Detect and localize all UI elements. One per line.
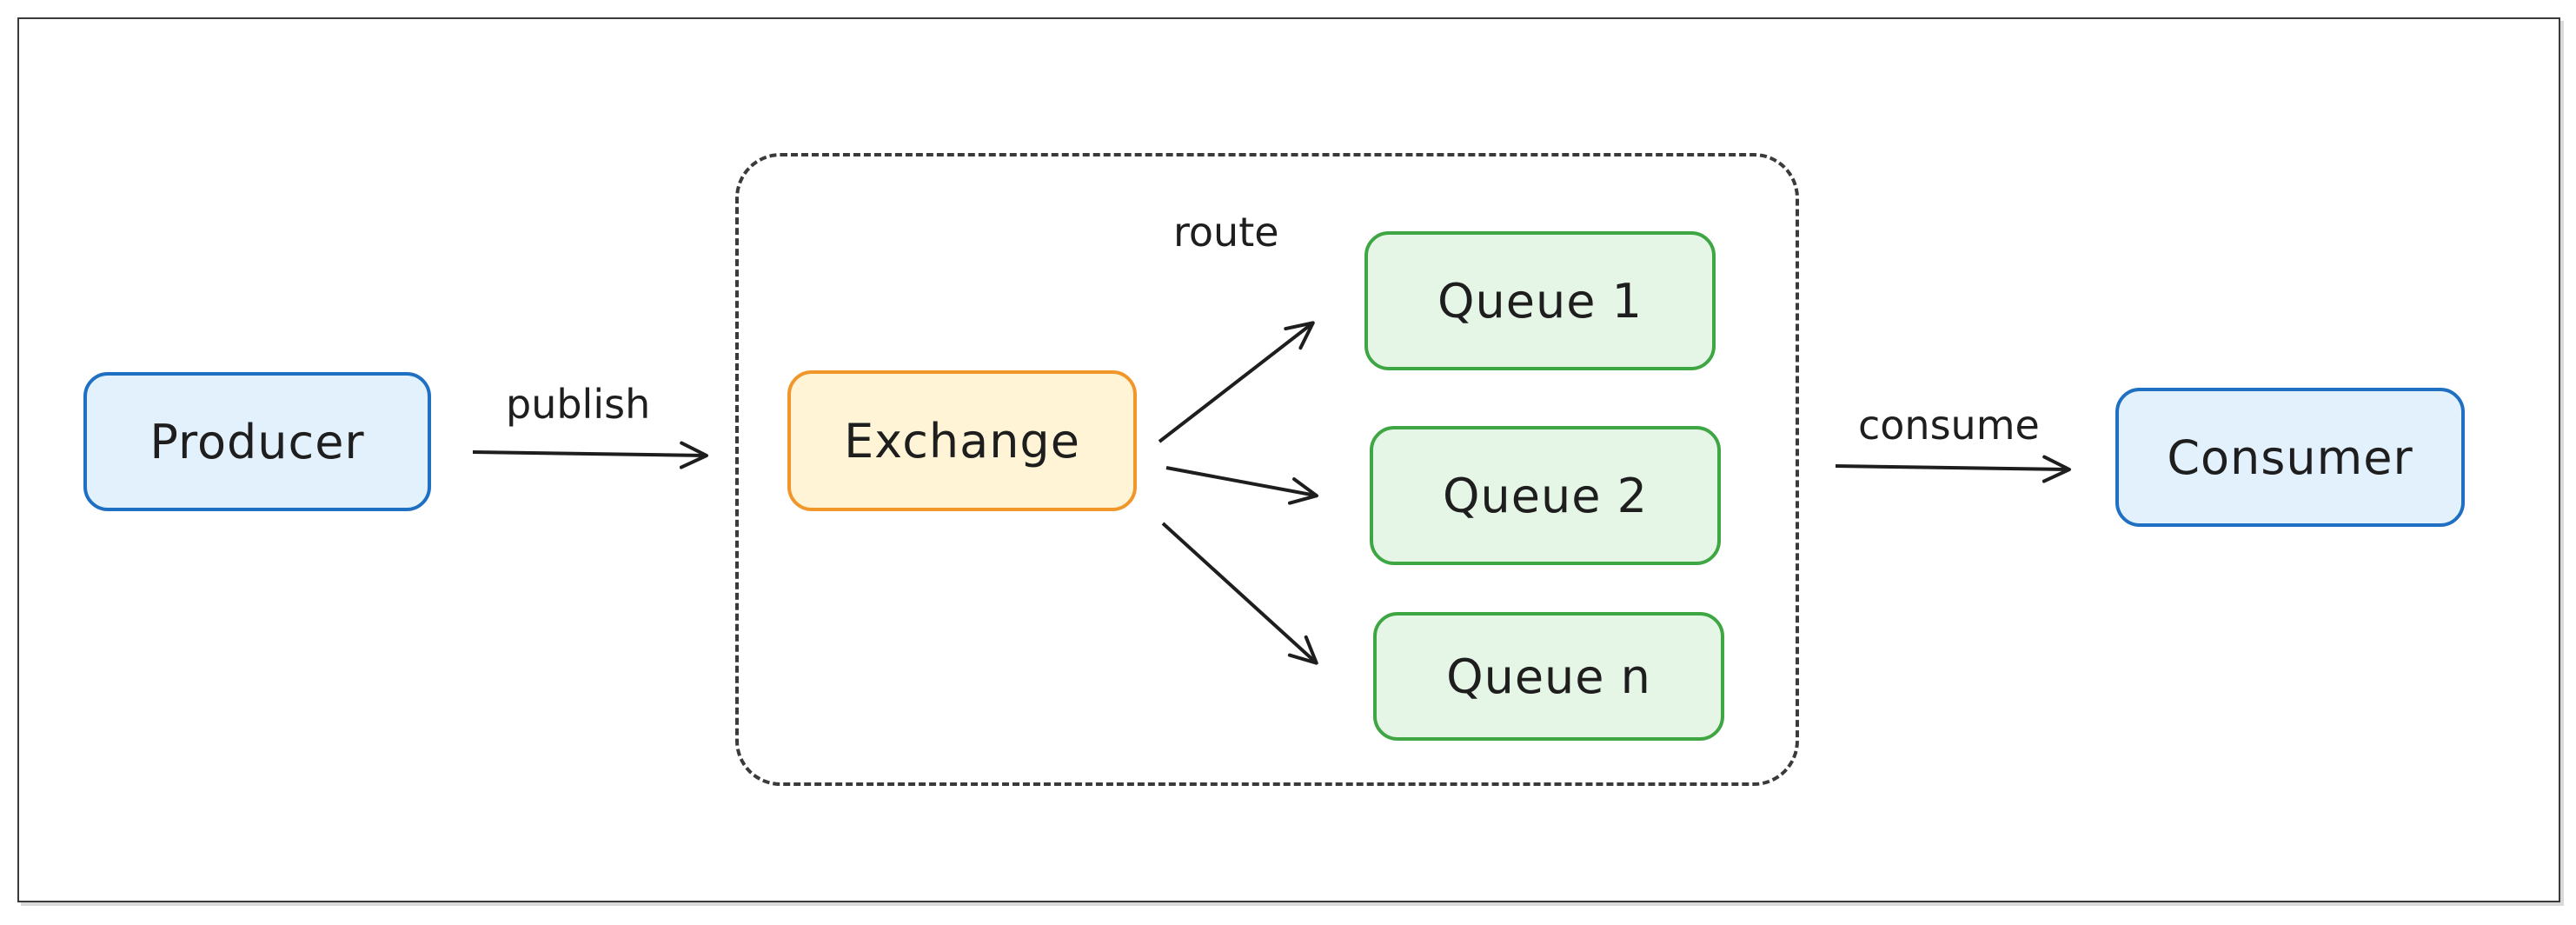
producer-label: Producer: [149, 414, 365, 469]
publish-label: publish: [506, 381, 651, 428]
queue-2-node[interactable]: Queue 2: [1370, 426, 1721, 565]
consumer-node[interactable]: Consumer: [2115, 388, 2465, 527]
route-label: route: [1173, 209, 1279, 256]
broker-group-boundary: [735, 153, 1799, 786]
consumer-label: Consumer: [2167, 429, 2413, 485]
exchange-label: Exchange: [844, 413, 1080, 469]
queue-n-label: Queue n: [1446, 649, 1651, 704]
queue-2-label: Queue 2: [1443, 468, 1648, 523]
producer-node[interactable]: Producer: [83, 372, 431, 511]
consume-label: consume: [1858, 402, 2040, 449]
queue-1-label: Queue 1: [1437, 273, 1643, 329]
queue-1-node[interactable]: Queue 1: [1364, 231, 1716, 370]
exchange-node[interactable]: Exchange: [787, 370, 1137, 511]
queue-n-node[interactable]: Queue n: [1373, 612, 1724, 741]
